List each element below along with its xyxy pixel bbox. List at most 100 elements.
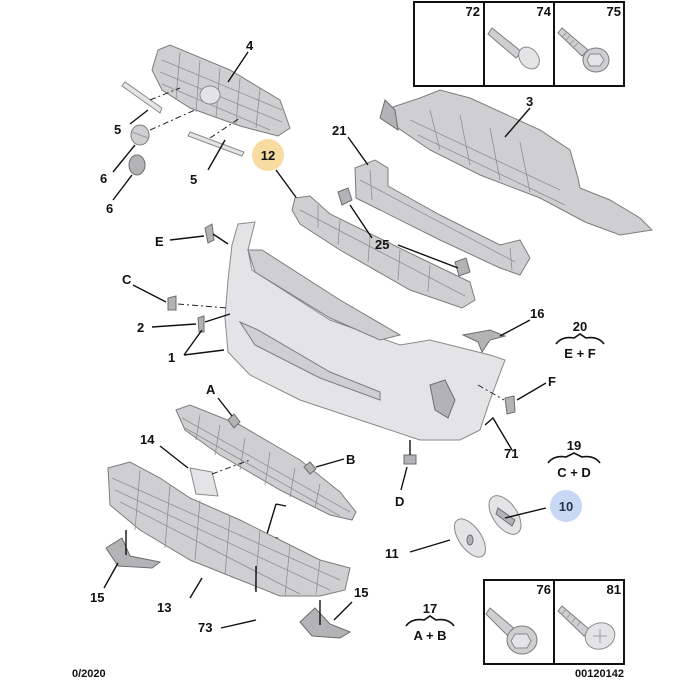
part-4-upper-grille[interactable]	[151, 44, 291, 137]
part-6-emblem-back[interactable]	[128, 154, 146, 176]
fastener-box-72[interactable]	[413, 1, 485, 87]
part-14-cover[interactable]	[189, 467, 219, 497]
group-17-number: 17	[423, 601, 437, 616]
label-73: 73	[198, 620, 212, 635]
leader-71	[484, 416, 513, 451]
brace-icon	[405, 615, 455, 627]
part-15-bracket-left[interactable]	[105, 537, 162, 569]
part-25-bracket-left[interactable]	[337, 187, 353, 206]
group-19-members: C + D	[557, 465, 591, 480]
part-21-bumper-beam[interactable]	[354, 159, 531, 276]
group-17-members: A + B	[413, 628, 446, 643]
label-f: F	[548, 374, 556, 389]
label-13: 13	[157, 600, 171, 615]
part-2-clip[interactable]	[197, 315, 205, 333]
leader-14	[159, 445, 189, 469]
hex-flange-bolt-icon	[485, 607, 538, 655]
part-15-bracket-right[interactable]	[299, 607, 352, 639]
self-tapping-screw-icon	[557, 605, 616, 650]
clip-c[interactable]	[167, 295, 177, 311]
clip-b[interactable]	[303, 461, 317, 475]
leader-15b	[333, 601, 353, 621]
label-4: 4	[246, 38, 254, 53]
label-6a: 6	[100, 171, 107, 186]
leader-16	[499, 319, 531, 337]
fastener-box-group-bottom: 76 81	[483, 579, 625, 665]
label-c: C	[122, 272, 132, 287]
leader-25b	[397, 244, 459, 269]
leader-25a	[349, 204, 373, 239]
part-1-bumper-cover[interactable]	[224, 221, 506, 441]
label-74: 74	[537, 4, 552, 19]
leader-12	[275, 169, 299, 201]
brace-icon	[555, 333, 605, 345]
label-d: D	[395, 494, 404, 509]
part-13-undertray[interactable]	[107, 461, 351, 597]
clip-d[interactable]	[403, 454, 417, 465]
group-20: 20 E + F	[555, 319, 605, 361]
label-e: E	[155, 234, 164, 249]
part-16-bracket[interactable]	[461, 329, 507, 354]
leader-1	[183, 329, 225, 356]
leader-f	[516, 382, 547, 401]
leader-d	[400, 466, 408, 491]
part-12-energy-absorber[interactable]	[291, 195, 476, 309]
part-8-lower-grille[interactable]	[175, 404, 357, 521]
label-5b: 5	[190, 172, 197, 187]
leader-e	[169, 235, 205, 241]
part-5-trim-upper[interactable]	[121, 81, 163, 114]
group-17: 17 A + B	[405, 601, 455, 643]
part-5-trim-lower[interactable]	[187, 131, 245, 157]
label-81: 81	[607, 582, 621, 597]
label-1: 1	[168, 350, 175, 365]
part-10-fog-bezel[interactable]	[483, 490, 528, 540]
leader-b	[315, 458, 345, 468]
push-pin-icon	[487, 27, 540, 70]
leader-5a	[129, 109, 149, 125]
callout-12[interactable]: 12	[252, 139, 284, 171]
fog-light-opening	[429, 379, 456, 419]
part-25-bracket-right[interactable]	[454, 257, 471, 277]
label-15b: 15	[354, 585, 368, 600]
label-12: 12	[261, 148, 275, 163]
clip-f[interactable]	[504, 395, 516, 415]
flange-bolt-icon	[557, 27, 610, 73]
label-15a: 15	[90, 590, 104, 605]
fastener-box-group-top: 72 74 75	[413, 1, 625, 87]
label-2: 2	[137, 320, 144, 335]
group-20-number: 20	[573, 319, 587, 334]
fastener-box-75[interactable]	[553, 1, 625, 87]
fastener-box-81[interactable]	[553, 579, 625, 665]
leader-13	[189, 577, 203, 599]
leader-10	[504, 507, 547, 519]
leader-5b	[207, 139, 226, 171]
group-19-number: 19	[567, 438, 581, 453]
leader-11	[409, 539, 451, 553]
leader-21	[347, 136, 369, 166]
part-11-fog-bezel[interactable]	[448, 514, 491, 563]
label-5a: 5	[114, 122, 121, 137]
leader-2	[151, 323, 197, 328]
label-25: 25	[375, 237, 389, 252]
leader-a	[217, 397, 233, 417]
callout-10[interactable]: 10	[550, 490, 582, 522]
clip-e[interactable]	[204, 223, 215, 244]
fastener-box-74[interactable]	[483, 1, 555, 87]
leader-c	[132, 284, 167, 303]
label-b: B	[346, 452, 355, 467]
label-75: 75	[607, 4, 621, 19]
part-6-emblem-front[interactable]	[130, 124, 150, 146]
leader-6b	[112, 174, 133, 201]
brace-icon	[547, 452, 601, 464]
label-71: 71	[504, 446, 518, 461]
label-a: A	[206, 382, 216, 397]
leader-15a	[103, 562, 119, 589]
label-11: 11	[385, 546, 399, 561]
label-21: 21	[332, 123, 346, 138]
label-10: 10	[559, 499, 573, 514]
revision-date: 0/2020	[72, 668, 106, 680]
part-3-front-panel[interactable]	[379, 89, 654, 236]
group-19: 19 C + D	[547, 438, 601, 480]
leader-3	[504, 107, 531, 138]
